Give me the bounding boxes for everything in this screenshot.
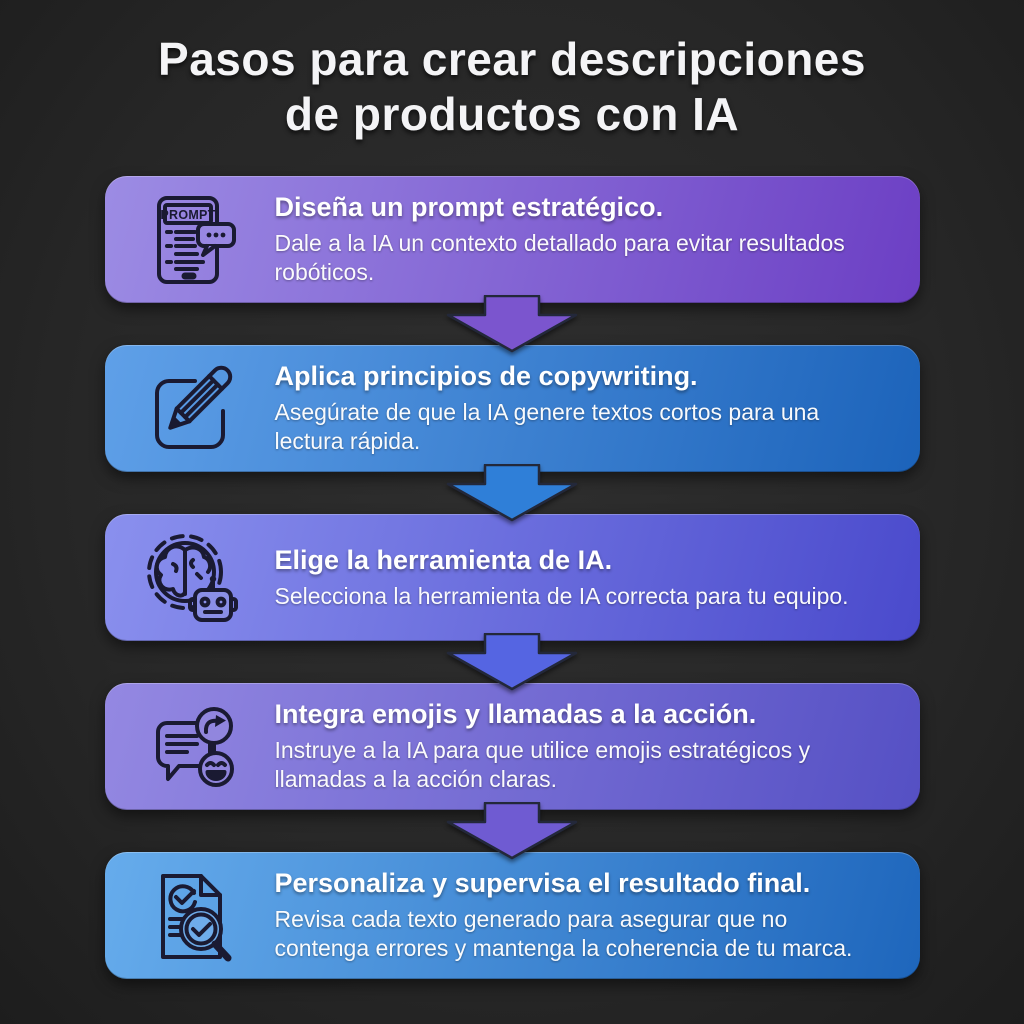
- step-4: Integra emojis y llamadas a la acción. I…: [104, 683, 920, 860]
- step-4-text: Integra emojis y llamadas a la acción. I…: [275, 699, 886, 795]
- step-5-description: Revisa cada texto generado para asegurar…: [274, 905, 853, 962]
- down-arrow-icon: [446, 295, 578, 353]
- page-title: Pasos para crear descripciones de produc…: [0, 32, 1024, 142]
- down-arrow-icon: [446, 802, 578, 860]
- step-5-title: Personaliza y supervisa el resultado fin…: [274, 867, 811, 898]
- step-4-card: Integra emojis y llamadas a la acción. I…: [104, 683, 920, 811]
- step-1: PROMPT Diseña un prompt estratégico.: [104, 176, 920, 353]
- infographic-root: Pasos para crear descripciones de produc…: [0, 32, 1024, 980]
- step-1-description: Dale a la IA un contexto detallado para …: [274, 229, 845, 286]
- step-3-text: Elige la herramienta de IA. Selecciona l…: [275, 545, 886, 611]
- step-2: Aplica principios de copywriting. Asegúr…: [104, 345, 920, 522]
- steps-list: PROMPT Diseña un prompt estratégico.: [0, 176, 1024, 980]
- step-2-text: Aplica principios de copywriting. Asegúr…: [275, 361, 886, 457]
- page-title-line1: Pasos para crear descripciones: [158, 33, 866, 85]
- pencil-edit-icon: [154, 365, 232, 449]
- step-5-text: Personaliza y supervisa el resultado fin…: [275, 868, 886, 964]
- step-4-title: Integra emojis y llamadas a la acción.: [274, 698, 757, 729]
- prompt-tablet-icon: PROMPT: [156, 195, 236, 284]
- step-1-title: Diseña un prompt estratégico.: [274, 191, 664, 222]
- step-4-description: Instruye a la IA para que utilice emojis…: [274, 736, 811, 793]
- prompt-label: PROMPT: [160, 208, 215, 222]
- step-1-card: PROMPT Diseña un prompt estratégico.: [104, 176, 920, 304]
- step-1-text: Diseña un prompt estratégico. Dale a la …: [275, 192, 886, 288]
- page-title-line2: de productos con IA: [284, 88, 740, 141]
- step-2-title: Aplica principios de copywriting.: [274, 360, 698, 391]
- down-arrow-icon: [446, 633, 578, 691]
- step-5-card: Personaliza y supervisa el resultado fin…: [104, 852, 920, 980]
- down-arrow-icon: [446, 464, 578, 522]
- step-3-description: Selecciona la herramienta de IA correcta…: [274, 582, 849, 609]
- step-2-card: Aplica principios de copywriting. Asegúr…: [104, 345, 920, 473]
- step-2-description: Asegúrate de que la IA genere textos cor…: [274, 398, 820, 455]
- ai-gear-brain-robot-icon: [146, 533, 238, 622]
- step-3: Elige la herramienta de IA. Selecciona l…: [104, 514, 920, 691]
- chat-emoji-cta-icon: [155, 706, 234, 787]
- step-3-title: Elige la herramienta de IA.: [274, 544, 613, 575]
- step-5: Personaliza y supervisa el resultado fin…: [104, 852, 920, 980]
- step-3-card: Elige la herramienta de IA. Selecciona l…: [104, 514, 920, 642]
- review-document-magnifier-icon: [160, 873, 231, 962]
